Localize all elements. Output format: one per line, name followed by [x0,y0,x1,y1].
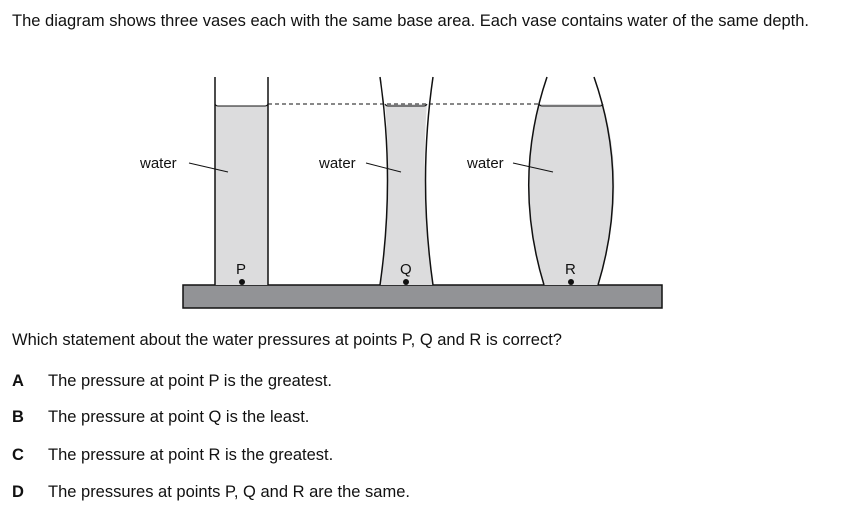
option-text: The pressure at point Q is the least. [48,408,310,426]
water-label-r: water [466,155,504,172]
point-q [403,279,409,285]
point-p [239,279,245,285]
option-text: The pressure at point R is the greatest. [48,446,334,464]
water-p [215,104,268,285]
leader-line-r [512,162,554,173]
ground [182,284,663,309]
water-label-q: water [318,155,356,172]
question-text: Which statement about the water pressure… [12,331,562,349]
vase-r [527,76,614,286]
water-label-p: water [139,155,177,172]
intro-text: The diagram shows three vases each with … [12,12,810,30]
vase-q [379,76,434,286]
water-r [528,104,615,285]
option-key: D [12,483,24,501]
meniscus-p [214,103,269,107]
option-a[interactable]: A The pressure at point P is the greatest… [12,372,332,391]
point-label-r: R [565,261,576,278]
point-r [568,279,574,285]
option-key: B [12,408,24,426]
option-text: The pressures at points P, Q and R are t… [48,483,410,501]
point-label-q: Q [400,261,412,278]
option-b[interactable]: B The pressure at point Q is the least. [12,408,309,427]
leader-line-p [188,162,229,173]
option-text: The pressure at point P is the greatest. [48,372,333,390]
option-c[interactable]: C The pressure at point R is the greatest… [12,446,333,465]
vase-p [214,77,269,285]
meniscus-q [384,103,428,107]
water-q [380,104,433,285]
option-key: A [12,372,24,390]
meniscus-r [538,103,604,107]
point-label-p: P [236,261,246,278]
option-d[interactable]: D The pressures at points P, Q and R are … [12,483,410,502]
leader-line-q [365,162,402,173]
option-key: C [12,446,24,464]
